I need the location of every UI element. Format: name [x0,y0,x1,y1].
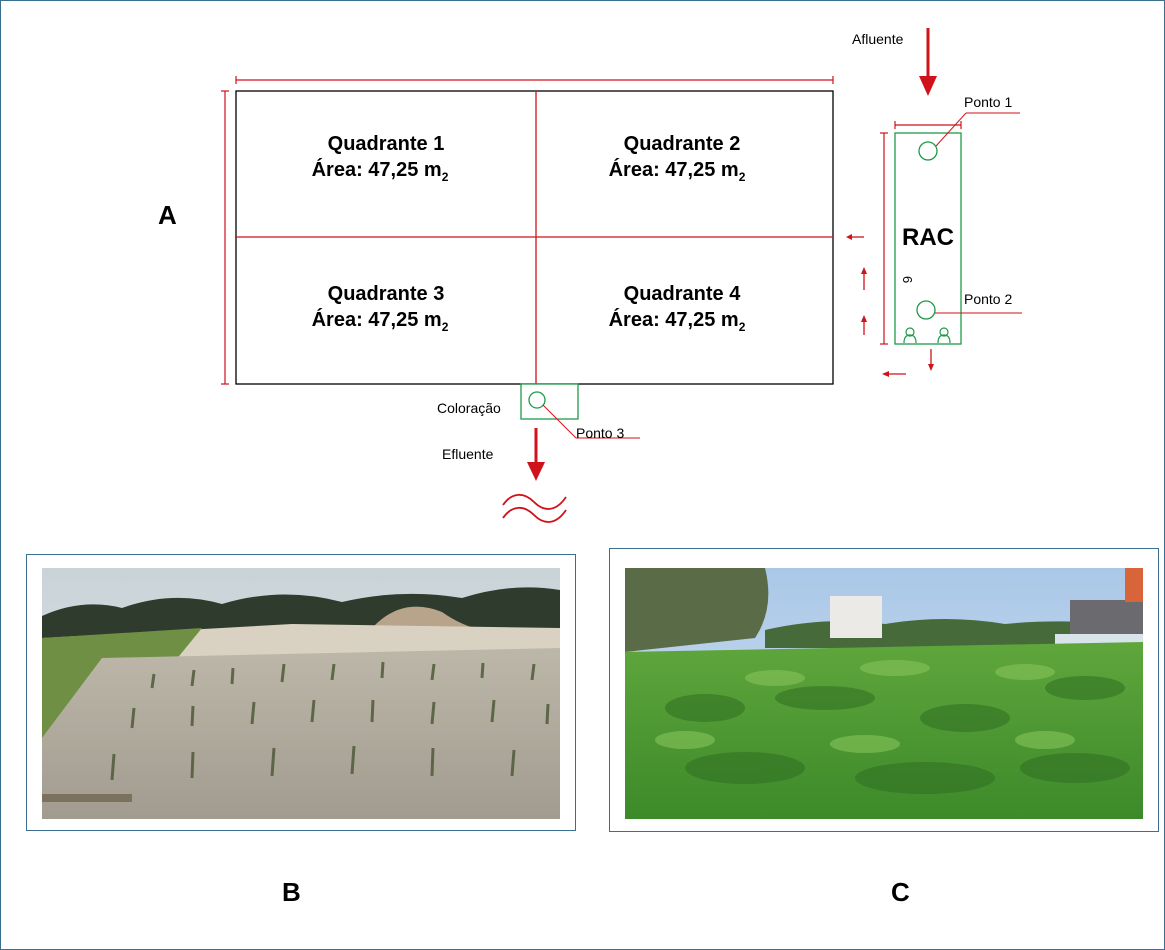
panel-label-a: A [158,200,177,230]
quadrant-3-area: Área: 47,25 m [312,308,442,331]
photo-c-vegetated-wetland [625,568,1143,819]
ponto-2-label: Ponto 2 [964,291,1012,307]
quadrant-3: Quadrante 3 Área: 47,25 m2 [312,283,449,334]
ponto-3-label: Ponto 3 [576,425,624,441]
wetland-layout-diagram: A Quadrante 1 Área: 47,25 m2 Quadrante 2… [158,28,1022,523]
svg-text:Área: 47,25 m2: Área: 47,25 m2 [609,308,746,334]
rac-reactor [894,132,962,345]
quadrant-2-area: Área: 47,25 m [609,158,739,181]
quadrant-4: Quadrante 4 Área: 47,25 m2 [609,283,746,334]
ponto-1-marker [918,141,938,161]
quadrant-2: Quadrante 2 Área: 47,25 m2 [609,133,746,184]
photo-b-newly-planted-wetland [42,568,560,819]
svg-text:Área: 47,25 m2: Área: 47,25 m2 [609,158,746,184]
quadrant-4-area: Área: 47,25 m [609,308,739,331]
ponto-2-marker [916,300,936,320]
svg-text:Área: 47,25 m2: Área: 47,25 m2 [312,158,449,184]
quadrant-1-area: Área: 47,25 m [312,158,442,181]
coloracao-label: Coloração [437,400,501,416]
photo-c-frame [609,548,1159,832]
photo-b-frame [26,554,576,831]
quadrant-4-name: Quadrante 4 [624,283,742,305]
rac-dimension-label: 6 [900,276,915,283]
rac-outlet-symbols [903,327,951,344]
quadrant-3-name: Quadrante 3 [328,283,445,305]
panel-label-c: C [891,877,910,907]
panel-label-b: B [282,877,301,907]
svg-text:Área: 47,25 m2: Área: 47,25 m2 [312,308,449,334]
rac-label: RAC [902,224,954,251]
quadrant-1: Quadrante 1 Área: 47,25 m2 [312,133,449,184]
afluente-label: Afluente [852,31,904,47]
efluente-label: Efluente [442,446,494,462]
discharge-water-symbol [502,493,567,523]
ponto-3-marker [528,391,546,409]
quadrant-2-name: Quadrante 2 [624,133,741,155]
ponto-1-label: Ponto 1 [964,94,1012,110]
quadrant-1-name: Quadrante 1 [328,133,445,155]
coloracao-box [520,383,579,420]
